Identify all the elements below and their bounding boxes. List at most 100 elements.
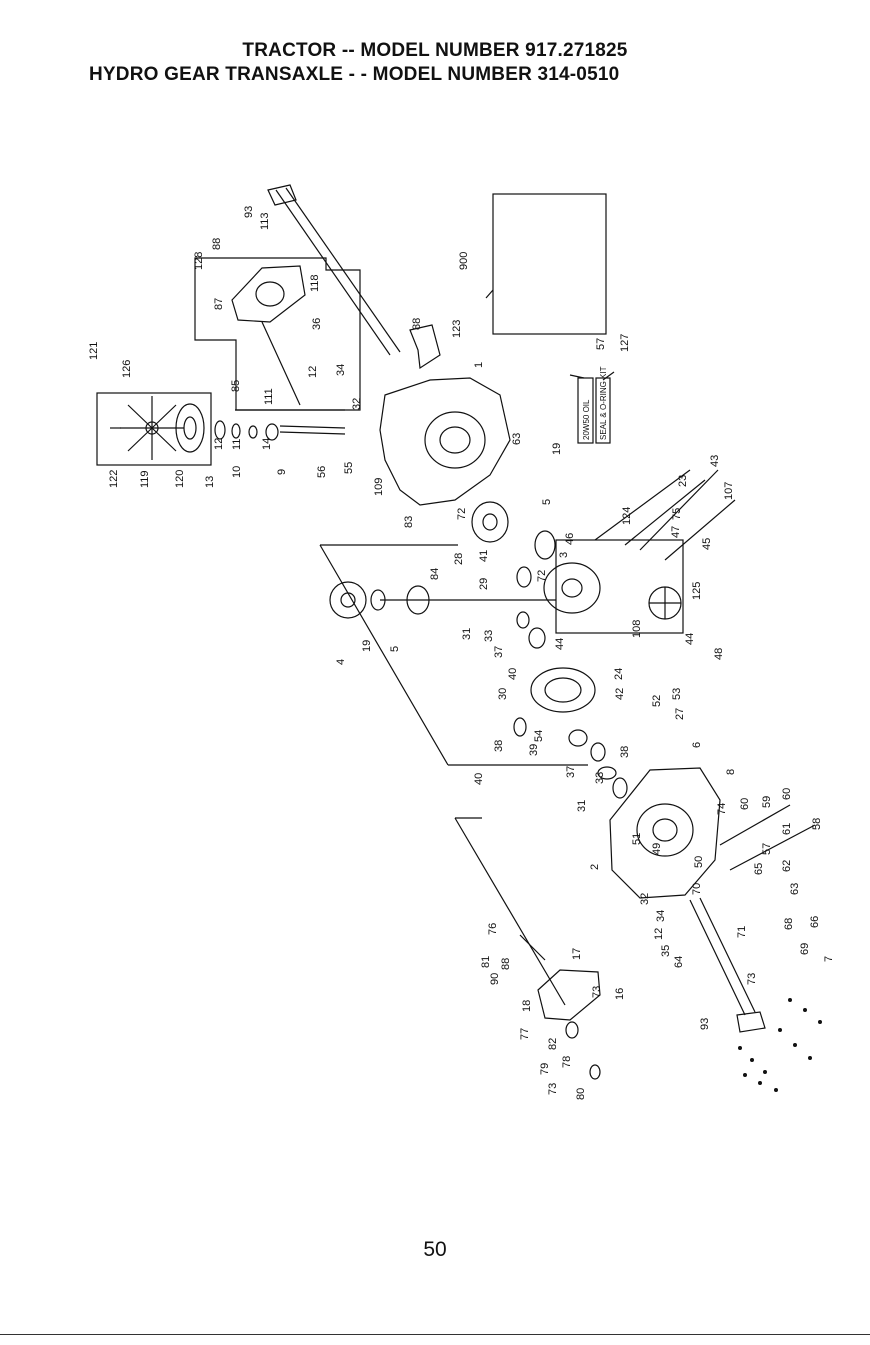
part-number-36: 36 (311, 318, 323, 330)
upper-housing-half (379, 377, 511, 506)
part-number-120: 120 (174, 470, 186, 488)
part-number-5: 5 (389, 646, 401, 652)
part-number-19: 19 (361, 640, 373, 652)
part-number-88: 88 (500, 958, 512, 970)
part-number-1: 1 (473, 362, 485, 368)
part-number-118: 118 (309, 274, 321, 292)
part-number-44: 44 (554, 638, 566, 650)
part-number-8: 8 (725, 769, 737, 775)
part-number-61: 61 (781, 823, 793, 835)
part-number-88: 88 (211, 238, 223, 250)
part-number-31: 31 (461, 628, 473, 640)
part-number-113: 113 (259, 212, 271, 230)
part-number-75: 75 (671, 508, 683, 520)
part-number-45: 45 (701, 538, 713, 550)
part-number-40: 40 (473, 773, 485, 785)
part-number-69: 69 (799, 943, 811, 955)
part-number-48: 48 (713, 648, 725, 660)
part-number-44: 44 (684, 633, 696, 645)
part-number-68: 68 (783, 918, 795, 930)
part-number-39: 39 (528, 744, 540, 756)
part-number-27: 27 (674, 708, 686, 720)
part-number-35: 35 (660, 945, 672, 957)
part-number-73: 73 (591, 986, 603, 998)
part-number-122: 122 (108, 470, 120, 488)
part-number-47: 47 (670, 526, 682, 538)
part-number-13: 13 (204, 476, 216, 488)
cover-plate (231, 265, 306, 323)
part-number-64: 64 (673, 956, 685, 968)
bypass-bracket (409, 324, 441, 370)
part-number-54: 54 (533, 730, 545, 742)
part-number-7: 7 (823, 956, 835, 962)
part-number-34: 34 (655, 910, 667, 922)
part-number-12: 12 (213, 438, 225, 450)
part-number-6: 6 (691, 742, 703, 748)
part-number-128: 128 (193, 252, 205, 270)
part-number-62: 62 (781, 860, 793, 872)
part-number-72: 72 (456, 508, 468, 520)
part-number-127: 127 (619, 334, 631, 352)
part-number-50: 50 (693, 856, 705, 868)
pulley-kit-box (194, 257, 361, 411)
axle-shaft-upper (275, 189, 391, 356)
part-number-66: 66 (809, 916, 821, 928)
part-number-19: 19 (551, 443, 563, 455)
part-number-79: 79 (539, 1063, 551, 1075)
part-number-123: 123 (451, 320, 463, 338)
part-number-23: 23 (677, 475, 689, 487)
part-number-32: 32 (639, 893, 651, 905)
part-number-83: 83 (403, 516, 415, 528)
page-title-tractor-model: TRACTOR -- MODEL NUMBER 917.271825 (242, 40, 628, 61)
part-number-10: 10 (231, 466, 243, 478)
part-number-60: 60 (739, 798, 751, 810)
part-number-58: 58 (811, 818, 823, 830)
part-number-4: 4 (335, 659, 347, 665)
part-number-53: 53 (671, 688, 683, 700)
part-number-55: 55 (343, 462, 355, 474)
oil-label: 20W50 OIL (582, 399, 591, 440)
mounting-bracket (736, 1011, 766, 1033)
part-number-51: 51 (631, 833, 643, 845)
control-lever (537, 969, 601, 1021)
part-number-60: 60 (781, 788, 793, 800)
part-number-70: 70 (691, 883, 703, 895)
part-number-38: 38 (619, 746, 631, 758)
part-number-71: 71 (736, 926, 748, 938)
part-number-87: 87 (213, 298, 225, 310)
part-number-16: 16 (614, 988, 626, 1000)
part-number-80: 80 (575, 1088, 587, 1100)
part-number-73: 73 (746, 973, 758, 985)
part-number-5: 5 (541, 499, 553, 505)
seal-kit-label: SEAL & O-RING KIT (599, 366, 608, 440)
seal-kit-package (595, 377, 611, 444)
part-number-42: 42 (614, 688, 626, 700)
part-number-93: 93 (699, 1018, 711, 1030)
part-number-17: 17 (571, 948, 583, 960)
axle-housing-left (329, 581, 367, 619)
complete-transaxle-inset (492, 193, 607, 335)
part-number-32: 32 (351, 398, 363, 410)
upper-bracket (267, 184, 297, 206)
part-number-30: 30 (497, 688, 509, 700)
pinion-gear (528, 627, 546, 649)
page-number: 50 (423, 1238, 447, 1261)
part-number-34: 34 (335, 364, 347, 376)
part-number-52: 52 (651, 695, 663, 707)
part-number-65: 65 (753, 863, 765, 875)
part-number-84: 84 (429, 568, 441, 580)
brake-kit-box (555, 539, 684, 634)
part-number-38: 38 (493, 740, 505, 752)
part-number-37: 37 (493, 646, 505, 658)
part-number-14: 14 (261, 438, 273, 450)
part-number-3: 3 (558, 552, 570, 558)
center-section (543, 562, 601, 614)
part-number-29: 29 (478, 578, 490, 590)
part-number-74: 74 (716, 803, 728, 815)
part-number-76: 76 (487, 923, 499, 935)
bottom-rule (0, 1334, 870, 1335)
part-number-46: 46 (564, 533, 576, 545)
part-number-63: 63 (789, 883, 801, 895)
